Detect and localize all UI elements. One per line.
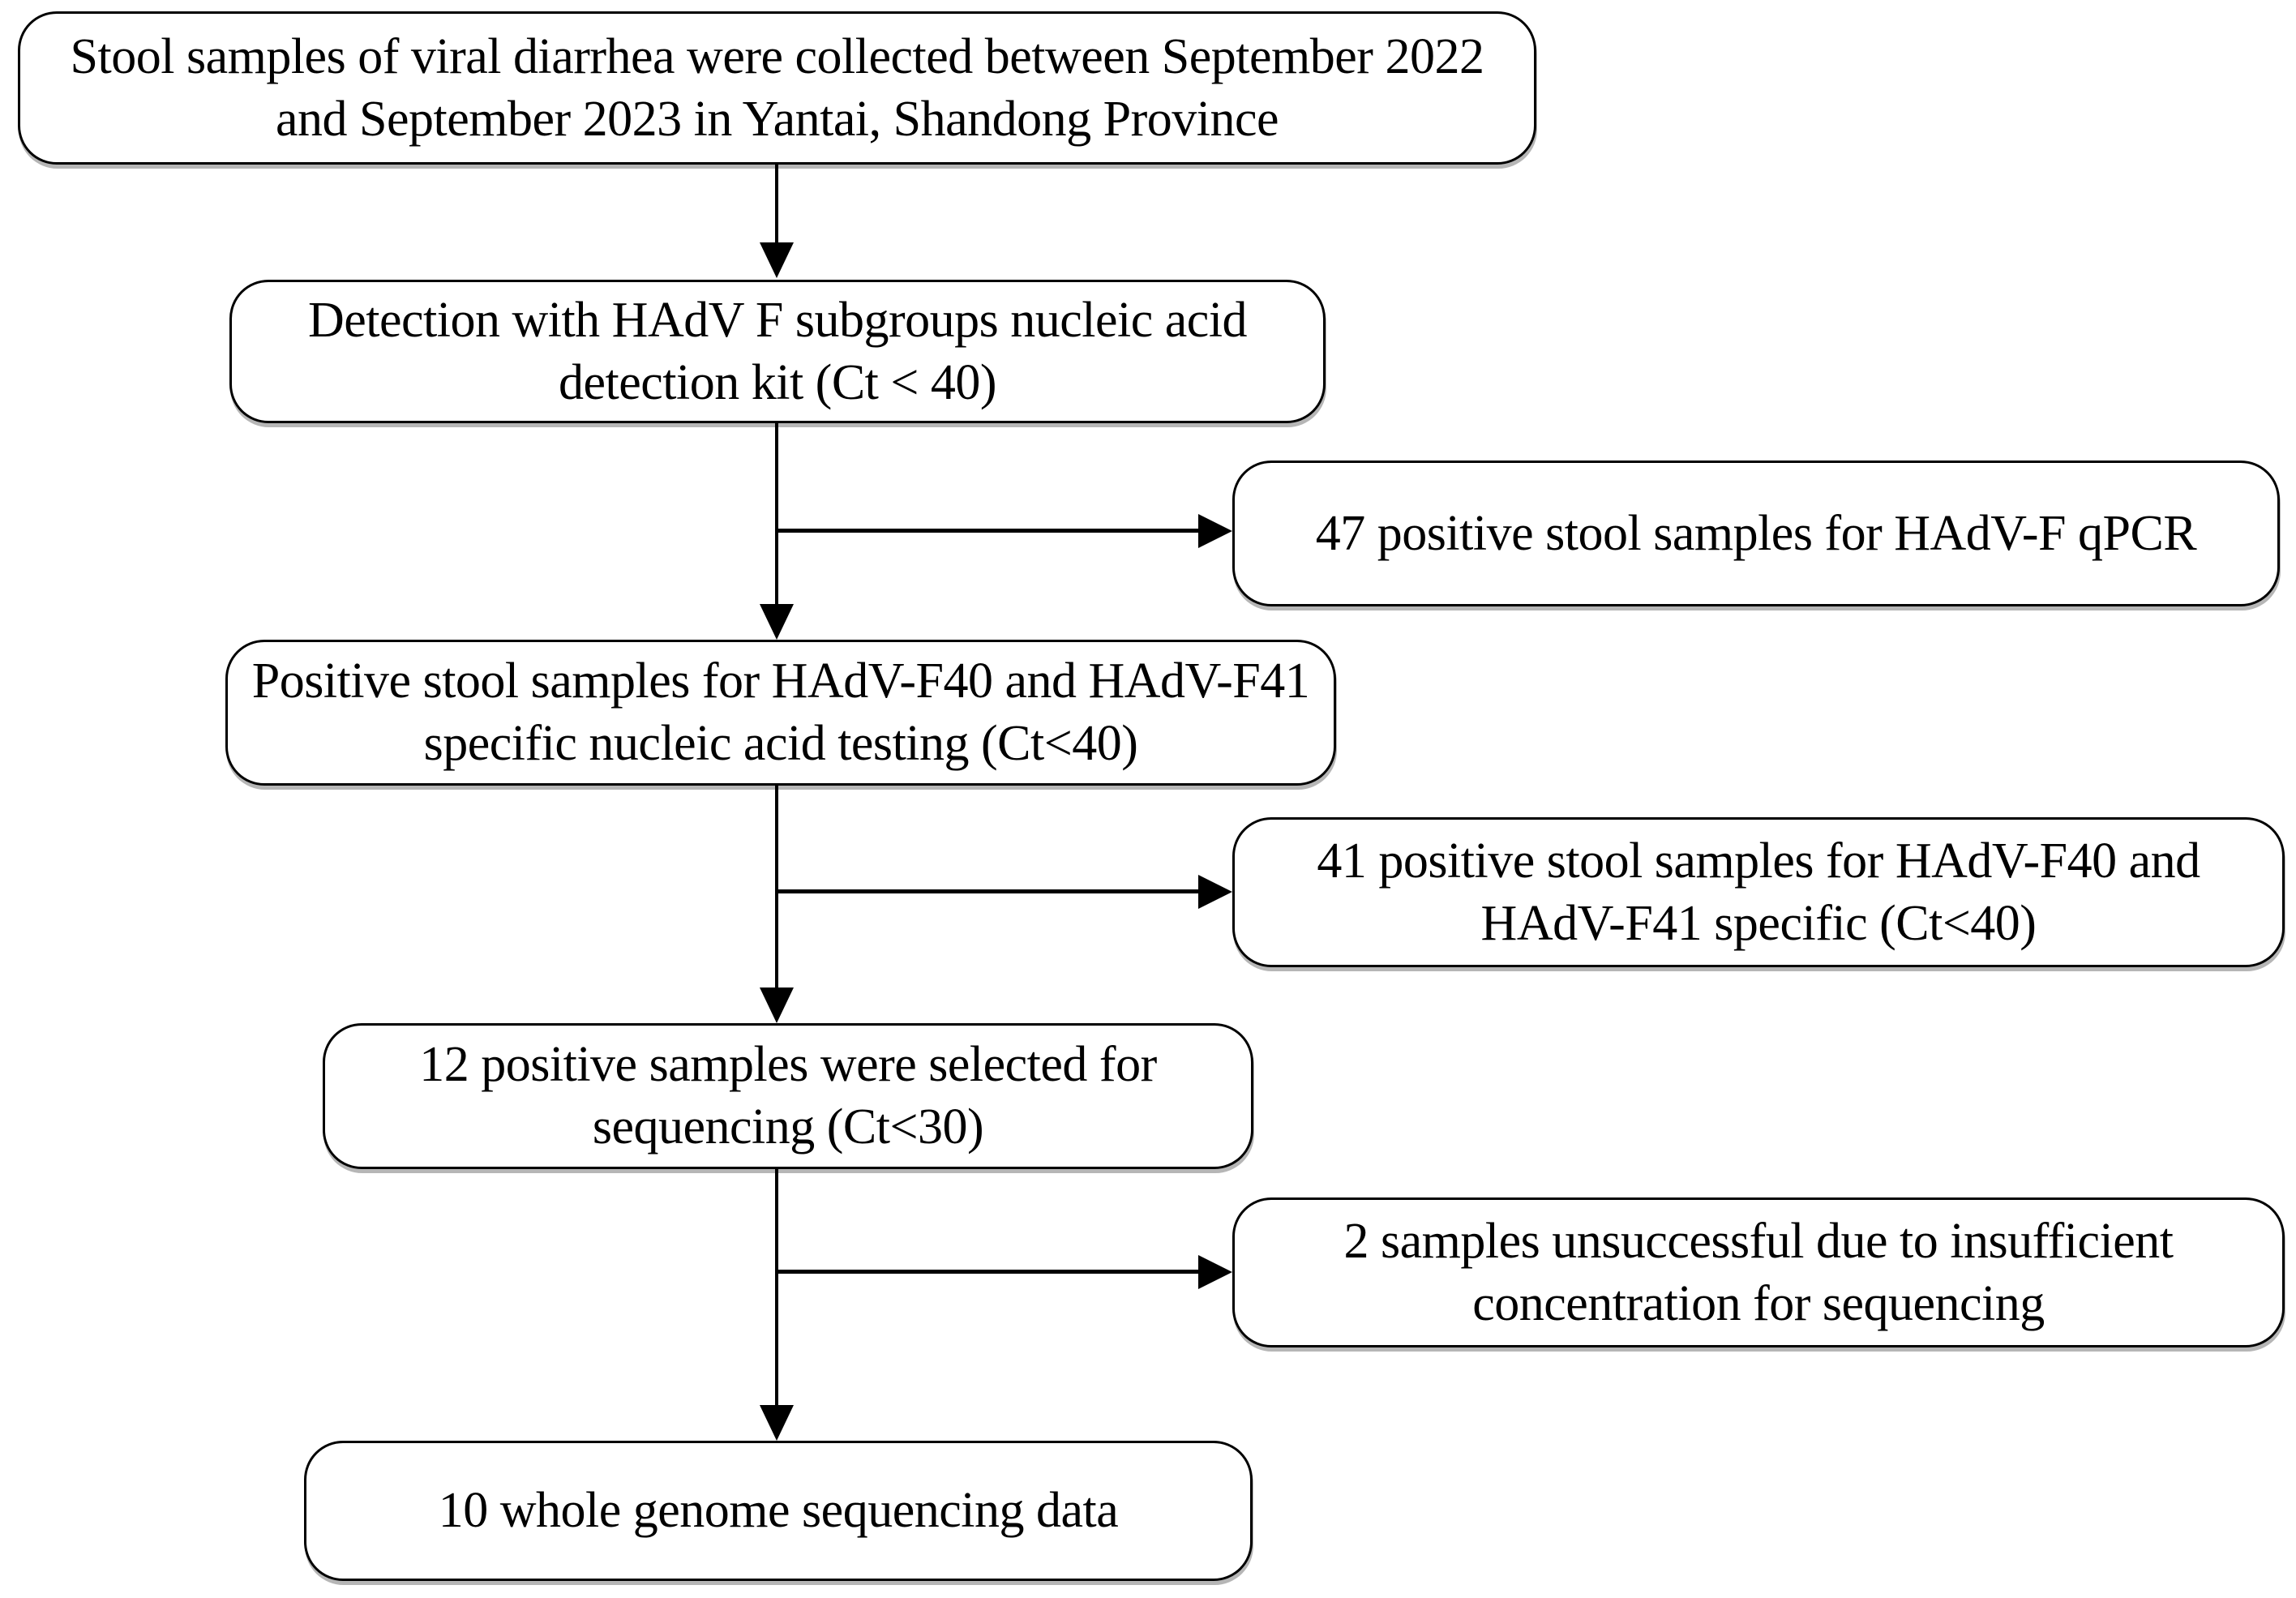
node-text-qpcr-positive: 47 positive stool samples for HAdV-F qPC… — [1315, 505, 2197, 561]
branch-to-specific-positive-head-icon — [1198, 875, 1232, 909]
node-text-detection-kit: Detection with HAdV F subgroups nucleic … — [307, 292, 1248, 410]
branch-to-qpcr-positive-line — [777, 529, 1202, 533]
node-text-specific-testing: Positive stool samples for HAdV-F40 and … — [251, 653, 1310, 771]
node-text-selected-for-sequencing: 12 positive samples were selected for se… — [419, 1037, 1157, 1155]
node-text-sequencing-unsuccessful: 2 samples unsuccessful due to insufficie… — [1343, 1213, 2174, 1331]
flowchart-node-specific-testing: Positive stool samples for HAdV-F40 and … — [225, 640, 1336, 786]
arrow-selected-to-wgs-line — [775, 1169, 778, 1405]
branch-to-unsuccessful-line — [777, 1270, 1202, 1274]
flowchart-node-wgs-data: 10 whole genome sequencing data — [304, 1441, 1253, 1581]
flowchart-node-sample-collection: Stool samples of viral diarrhea were col… — [18, 11, 1536, 165]
flowchart-node-selected-for-sequencing: 12 positive samples were selected for se… — [323, 1023, 1253, 1169]
flowchart-node-qpcr-positive: 47 positive stool samples for HAdV-F qPC… — [1232, 461, 2280, 606]
arrow-collection-to-detection-head-icon — [760, 242, 794, 278]
flowchart-node-specific-positive: 41 positive stool samples for HAdV-F40 a… — [1232, 817, 2285, 967]
arrow-selected-to-wgs-head-icon — [760, 1405, 794, 1441]
arrow-detection-to-specific-testing-head-icon — [760, 604, 794, 640]
flowchart-node-detection-kit: Detection with HAdV F subgroups nucleic … — [229, 280, 1326, 423]
node-text-sample-collection: Stool samples of viral diarrhea were col… — [70, 28, 1484, 147]
branch-to-specific-positive-line — [777, 889, 1202, 893]
node-text-wgs-data: 10 whole genome sequencing data — [438, 1483, 1119, 1539]
branch-to-unsuccessful-head-icon — [1198, 1255, 1232, 1289]
arrow-specific-testing-to-selected-head-icon — [760, 988, 794, 1023]
arrow-detection-to-specific-testing-line — [775, 423, 778, 606]
arrow-specific-testing-to-selected-line — [775, 786, 778, 988]
branch-to-qpcr-positive-head-icon — [1198, 514, 1232, 548]
arrow-collection-to-detection-line — [775, 165, 778, 246]
node-text-specific-positive: 41 positive stool samples for HAdV-F40 a… — [1317, 833, 2200, 951]
flowchart-node-sequencing-unsuccessful: 2 samples unsuccessful due to insufficie… — [1232, 1197, 2285, 1347]
